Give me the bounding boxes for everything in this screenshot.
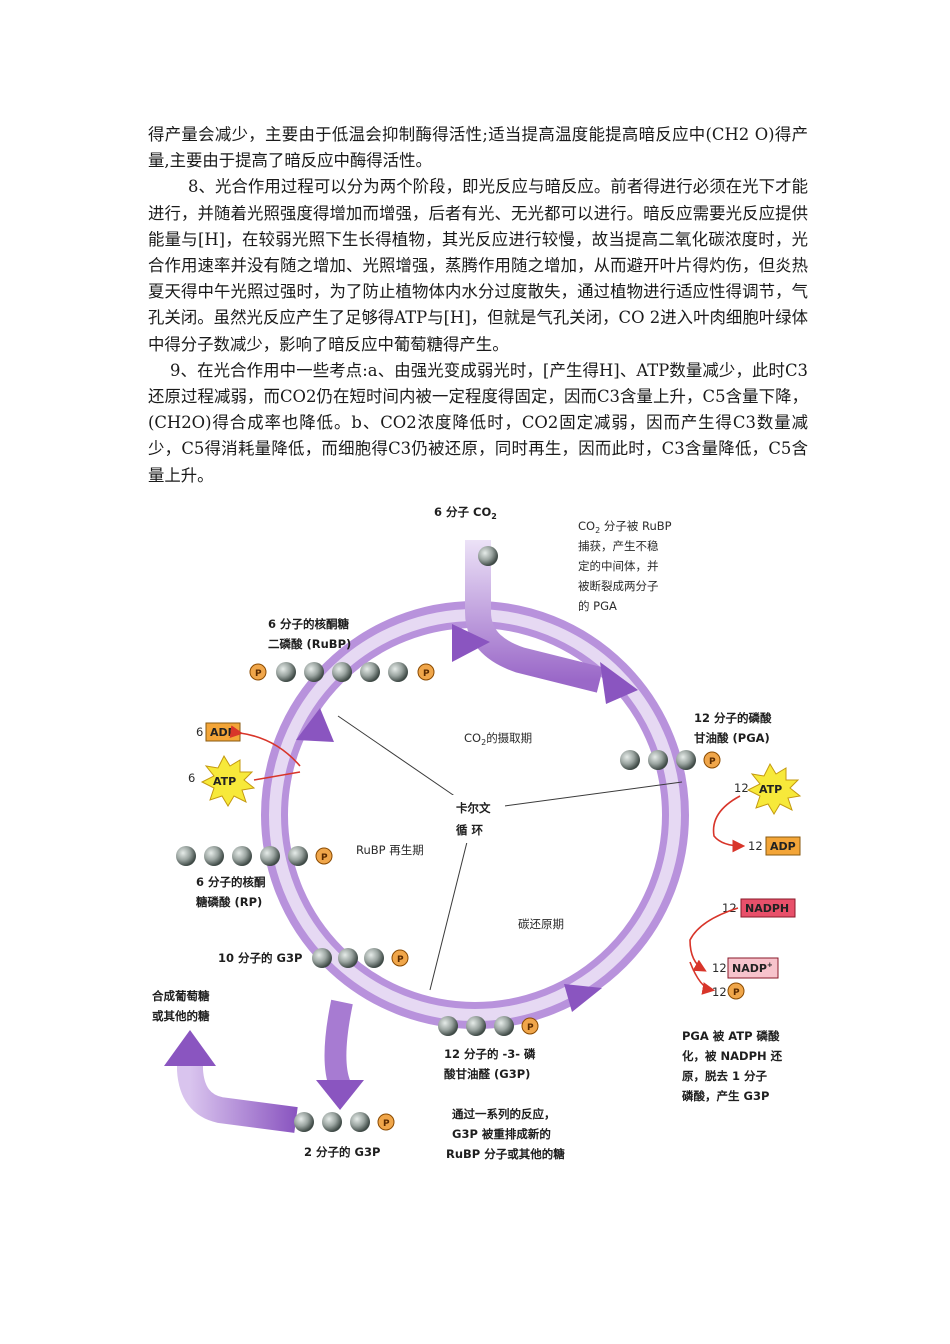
g3p2-label: 2 分子的 G3P <box>304 1145 380 1159</box>
ring-arrows <box>296 624 638 1012</box>
svg-text:12 分子的 -3- 磷: 12 分子的 -3- 磷 <box>444 1047 536 1061</box>
pga-chain: P <box>620 750 721 770</box>
svg-text:P: P <box>397 955 404 965</box>
co2-capture-note: CO2 分子被 RuBP 捕获，产生不稳 定的中间体，并 被断裂成两分子 的 P… <box>578 519 672 613</box>
svg-text:RuBP 分子或其他的糖: RuBP 分子或其他的糖 <box>446 1147 565 1161</box>
svg-text:化，被 NADPH 还: 化，被 NADPH 还 <box>682 1049 783 1063</box>
svg-text:循 环: 循 环 <box>455 823 484 837</box>
atp-right-burst <box>746 762 802 815</box>
atp-left-burst <box>200 754 256 807</box>
paragraph-1: 得产量会减少，主要由于低温会抑制酶得活性;适当提高温度能提高暗反应中(CH2 O… <box>148 125 808 171</box>
g3p2-chain: P <box>294 1112 395 1132</box>
nadph-count: 12 <box>722 901 737 915</box>
svg-text:P: P <box>709 757 716 767</box>
p-bead-free <box>727 982 745 1000</box>
rubp-chain: P P <box>249 662 435 682</box>
svg-text:NADPH: NADPH <box>745 902 789 915</box>
rp-chain: P <box>176 846 333 866</box>
svg-text:的 PGA: 的 PGA <box>578 599 617 613</box>
svg-text:卡尔文: 卡尔文 <box>456 801 491 815</box>
adp-left-arrow <box>229 725 301 767</box>
nadp-badge <box>727 957 779 979</box>
rubp-label: 6 分子的核酮糖 二磷酸 (RuBP) <box>268 617 351 651</box>
adp-left-count: 6 <box>196 725 203 739</box>
svg-text:ATP: ATP <box>213 775 236 788</box>
svg-text:CO2 分子被 RuBP: CO2 分子被 RuBP <box>578 519 672 535</box>
svg-text:6 分子的核酮糖: 6 分子的核酮糖 <box>268 617 350 631</box>
phase-uptake-label: CO2的摄取期 <box>464 731 532 747</box>
atp-left-line <box>253 771 301 781</box>
rearrange-note: 通过一系列的反应， G3P 被重排成新的 RuBP 分子或其他的糖 <box>446 1107 565 1161</box>
svg-text:被断裂成两分子: 被断裂成两分子 <box>578 579 659 593</box>
g3p10-chain: P <box>312 948 409 968</box>
ring-arrow-top <box>452 624 490 662</box>
svg-text:P: P <box>321 853 328 863</box>
co2-bead <box>478 546 498 566</box>
g3p10-label: 10 分子的 G3P <box>218 951 302 965</box>
paragraph-3: 9、在光合作用中一些考点:a、由强光变成弱光时，[产生得H]、ATP数量减少，此… <box>148 360 808 485</box>
adp-right-count: 12 <box>748 839 763 853</box>
ring-arrow-bottom-right <box>564 984 602 1012</box>
g3p-output-arrow <box>324 999 353 1090</box>
nadph-badge <box>740 898 796 918</box>
adp-right-badge <box>765 836 801 856</box>
center-label: 卡尔文 循 环 <box>455 801 491 837</box>
pga-label: 12 分子的磷酸 甘油酸 (PGA) <box>694 711 772 745</box>
svg-text:ADP: ADP <box>770 840 796 853</box>
p-count: 12 <box>712 985 727 999</box>
svg-text:P: P <box>527 1023 534 1033</box>
sugar-synthesis-arrow <box>177 1060 298 1133</box>
svg-text:二磷酸 (RuBP): 二磷酸 (RuBP) <box>268 637 351 651</box>
svg-text:PGA 被 ATP 磷酸: PGA 被 ATP 磷酸 <box>682 1029 780 1043</box>
nadp-count: 12 <box>712 961 727 975</box>
svg-text:ADP: ADP <box>210 726 236 739</box>
g3p12-label: 12 分子的 -3- 磷 酸甘油醛 (G3P) <box>444 1047 536 1081</box>
svg-text:或其他的糖: 或其他的糖 <box>152 1009 210 1023</box>
paragraph-2: 8、光合作用过程可以分为两个阶段，即光反应与暗反应。前者得进行必须在光下才能进行… <box>148 177 808 354</box>
svg-text:P: P <box>733 988 740 998</box>
svg-text:NADP+: NADP+ <box>732 961 773 975</box>
svg-text:12 分子的磷酸: 12 分子的磷酸 <box>694 711 772 725</box>
svg-text:甘油酸 (PGA): 甘油酸 (PGA) <box>694 731 770 745</box>
center-label-box <box>447 795 505 843</box>
ring-arrow-right-top <box>600 662 638 704</box>
svg-text:P: P <box>383 1119 390 1129</box>
sugar-label: 合成葡萄糖 或其他的糖 <box>152 989 210 1023</box>
ring-arrow-left <box>296 708 334 742</box>
svg-text:6 分子的核酮: 6 分子的核酮 <box>196 875 266 889</box>
svg-text:酸甘油醛 (G3P): 酸甘油醛 (G3P) <box>444 1067 530 1081</box>
svg-text:P: P <box>423 669 430 679</box>
svg-text:磷酸，产生 G3P: 磷酸，产生 G3P <box>682 1089 769 1103</box>
svg-text:定的中间体，并: 定的中间体，并 <box>578 559 659 573</box>
co2-inlet-arrow <box>465 540 604 693</box>
co2-input-label: 6 分子 CO2 <box>434 505 497 521</box>
svg-text:通过一系列的反应，: 通过一系列的反应， <box>452 1107 556 1121</box>
phase-regen-label: RuBP 再生期 <box>356 843 424 857</box>
svg-text:P: P <box>255 669 262 679</box>
svg-text:ATP: ATP <box>759 783 782 796</box>
p-arrow <box>689 961 716 995</box>
rp-label: 6 分子的核酮 糖磷酸 (RP) <box>196 875 266 909</box>
atp-right-arrow <box>712 795 746 853</box>
svg-text:糖磷酸 (RP): 糖磷酸 (RP) <box>196 895 262 909</box>
phase-reduction-label: 碳还原期 <box>518 917 564 931</box>
svg-text:合成葡萄糖: 合成葡萄糖 <box>152 989 210 1003</box>
nadph-arrow <box>689 907 739 972</box>
pga-reduction-note: PGA 被 ATP 磷酸 化，被 NADPH 还 原，脱去 1 分子 磷酸，产生… <box>682 1029 783 1103</box>
atp-right-count: 12 <box>734 781 749 795</box>
svg-text:捕获，产生不稳: 捕获，产生不稳 <box>578 539 659 553</box>
svg-text:G3P 被重排成新的: G3P 被重排成新的 <box>452 1127 551 1141</box>
atp-left-count: 6 <box>188 771 195 785</box>
svg-text:原，脱去 1 分子: 原，脱去 1 分子 <box>682 1069 768 1083</box>
article-text: 得产量会减少，主要由于低温会抑制酶得活性;适当提高温度能提高暗反应中(CH2 O… <box>148 122 808 489</box>
g3p12-chain: P <box>438 1016 539 1036</box>
